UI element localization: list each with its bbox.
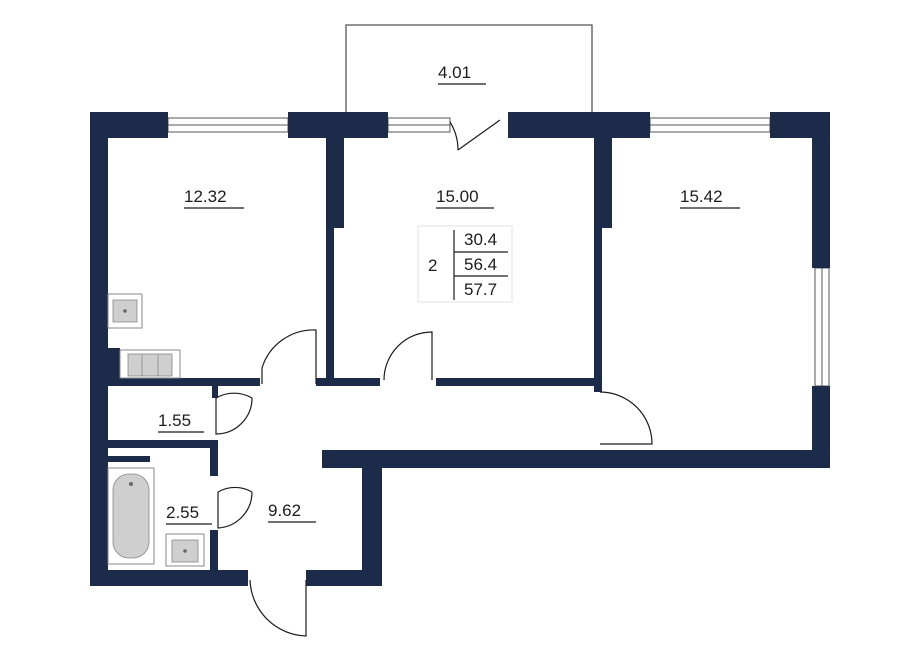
bathtub-icon: [107, 467, 155, 565]
summary-box: 2 30.4 56.4 57.7: [417, 225, 513, 303]
toilet-area: 1.55: [158, 411, 191, 430]
rooms-count: 2: [428, 256, 437, 275]
door-balcony: [449, 119, 501, 151]
door-entrance: [249, 579, 307, 637]
bedroom-left-area: 12.32: [184, 187, 227, 206]
bathroom-sink-icon: [165, 533, 205, 567]
door-bedroom-left: [261, 329, 317, 384]
room-labels: 4.01 12.32 15.00 15.42 1.55 2.55 9.62: [158, 63, 740, 525]
bedroom-right-area: 15.42: [680, 187, 723, 206]
walls: [90, 112, 830, 586]
balcony: [345, 24, 593, 112]
stove-icon: [119, 349, 181, 379]
door-toilet: [215, 392, 253, 435]
hall-area: 9.62: [268, 501, 301, 520]
living-area-total: 30.4: [464, 230, 497, 249]
door-bedroom-right: [599, 391, 653, 445]
total-area: 56.4: [464, 255, 497, 274]
doors: [215, 119, 653, 637]
kitchen-sink-icon: [107, 293, 143, 329]
total-area-with-balcony: 57.7: [464, 280, 497, 299]
bathroom-area: 2.55: [166, 503, 199, 522]
door-bathroom: [217, 486, 253, 529]
door-living: [383, 331, 433, 381]
living-area: 15.00: [436, 187, 479, 206]
balcony-area: 4.01: [438, 63, 471, 82]
fixtures: [107, 293, 205, 567]
